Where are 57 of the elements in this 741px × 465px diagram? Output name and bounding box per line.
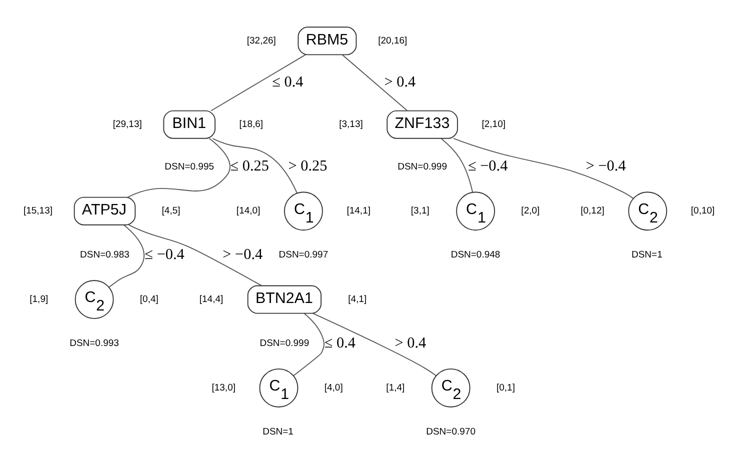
edge-label: > −0.4 (586, 158, 626, 175)
node-label: [20,16] (378, 35, 408, 46)
node-label: [0,10] (690, 205, 715, 216)
node-label: [29,13] (112, 118, 142, 130)
node-box: ATP5J (74, 196, 136, 226)
edge-label: > 0.4 (394, 334, 426, 352)
edge-label: ≤ 0.4 (272, 73, 304, 90)
node-label: DSN=0.948 (450, 250, 500, 261)
node-label: DSN=0.995 (164, 161, 214, 172)
node-box: ZNF133 (386, 110, 458, 139)
node-label: [15,13] (23, 205, 53, 216)
node-label: [14,4] (199, 294, 224, 305)
node-box: RBM5 (298, 26, 357, 56)
node-label: [3,13] (339, 118, 363, 130)
connector (128, 224, 262, 286)
edge-label: ≤ −0.4 (468, 158, 508, 175)
node-box: BIN1 (163, 110, 216, 139)
connector (210, 54, 306, 112)
edge-label: > 0.25 (288, 158, 328, 175)
node-label: DSN=1 (631, 250, 662, 261)
node-label: [32,26] (246, 35, 276, 46)
edge-label: ≤ 0.25 (230, 158, 270, 175)
node-label: [1,4] (386, 382, 405, 394)
node-label: DSN=0.970 (426, 426, 476, 438)
node-label: [0,4] (140, 294, 158, 305)
connector (108, 224, 144, 288)
node-label: [4,1] (348, 294, 367, 305)
connector (453, 138, 634, 199)
node-label: DSN=0.993 (70, 338, 119, 350)
connector (312, 312, 437, 376)
node-label: [14,1] (346, 205, 371, 216)
edge-label: > 0.4 (384, 73, 416, 90)
node-label: DSN=0.997 (278, 250, 328, 261)
node-label: [1,9] (30, 294, 48, 305)
node-label: [0,12] (580, 205, 604, 216)
node-label: [3,1] (410, 205, 430, 216)
node-label: [13,0] (212, 382, 236, 394)
connector (440, 138, 474, 193)
node-label: DSN=1 (262, 426, 294, 438)
node-label: DSN=0.999 (260, 338, 310, 350)
node-label: [4,0] (324, 382, 343, 394)
connector (342, 54, 408, 111)
node-label: [14,0] (236, 205, 260, 216)
connector (212, 138, 298, 194)
node-label: [18,6] (239, 118, 264, 130)
edge-label: ≤ 0.4 (324, 334, 356, 352)
connector (293, 313, 325, 376)
node-label: [2,0] (521, 205, 540, 216)
edge-label: > −0.4 (222, 246, 263, 263)
node-label: DSN=0.999 (398, 161, 447, 172)
node-label: [4,5] (162, 205, 180, 216)
node-label: [2,10] (482, 118, 506, 130)
node-box: BTN2A1 (247, 285, 322, 314)
node-label: [0,1] (496, 382, 515, 394)
connector (126, 138, 230, 198)
edge-label: ≤ −0.4 (144, 246, 184, 263)
node-label: DSN=0.983 (80, 250, 130, 261)
